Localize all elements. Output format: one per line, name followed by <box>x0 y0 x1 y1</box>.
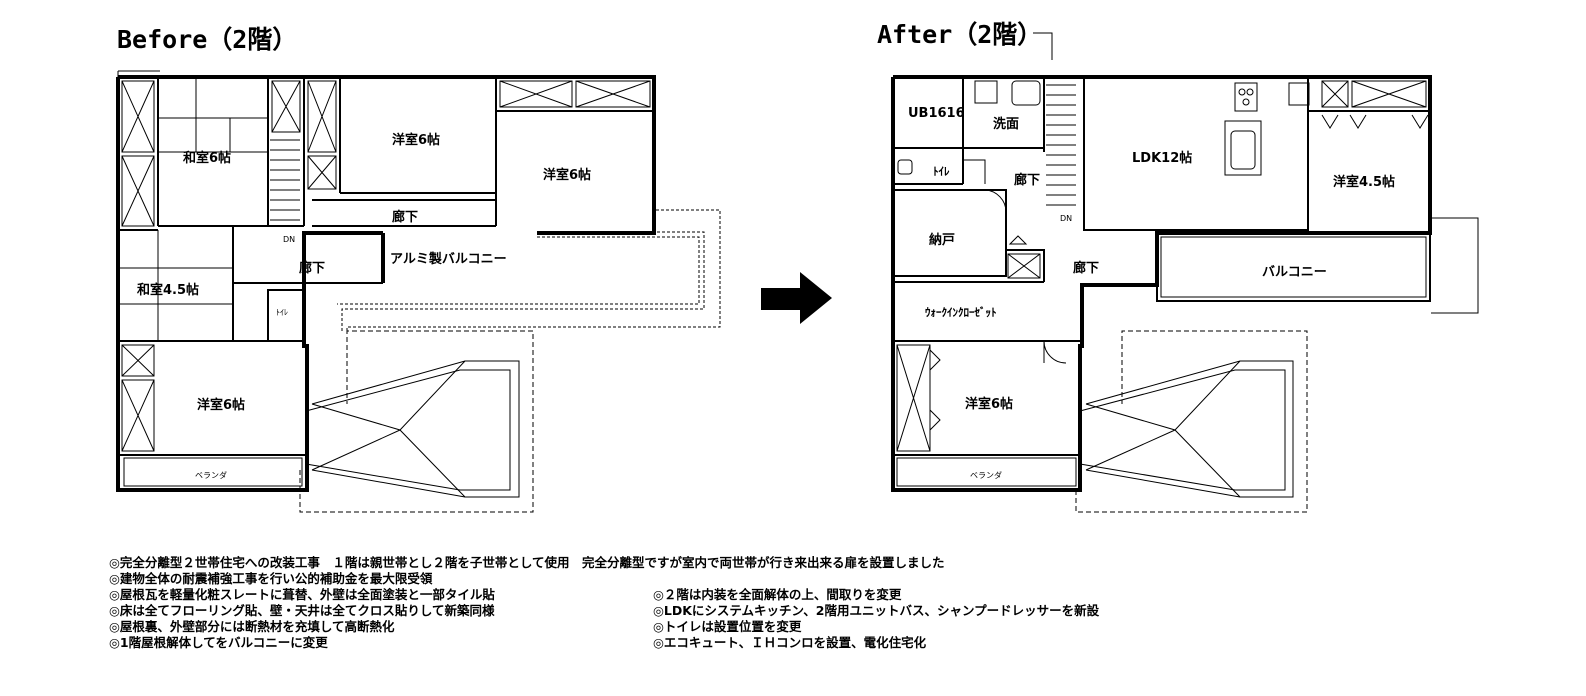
after-plan: After（2階） DN <box>877 20 1479 513</box>
after-dn-label: DN <box>1060 214 1072 223</box>
before-veranda-outline <box>123 457 303 487</box>
before-title: Before（2階） <box>117 25 297 54</box>
after-balcony-label: バルコニー <box>1262 265 1327 280</box>
after-outer-wall <box>891 75 1432 492</box>
after-yoshitsu45-label: 洋室4.5帖 <box>1333 174 1395 190</box>
after-veranda-outline <box>896 457 1077 487</box>
before-plan: Before（2階） <box>116 25 721 513</box>
note-line-4-left: ◎床は全てフローリング貼、壁・天井は全てクロス貼りして新築同様 <box>109 603 495 618</box>
after-wic-label: ｳｫｰｸｲﾝｸﾛｰｾﾞｯﾄ <box>925 305 997 319</box>
after-stairs <box>1046 84 1076 206</box>
before-yoshitsu6-right-label: 洋室6帖 <box>543 167 591 183</box>
before-roof-outline <box>299 330 534 513</box>
after-balcony-outline <box>1156 233 1431 302</box>
before-stairs <box>270 139 300 221</box>
before-dn-label: DN <box>283 235 295 244</box>
after-roof-outline <box>1075 330 1308 513</box>
washer-icon <box>974 80 998 104</box>
note-line-3-left: ◎屋根瓦を軽量化粧スレートに葺替、外壁は全面塗装と一部タイル貼 <box>109 587 495 602</box>
before-outer-wall <box>116 75 656 492</box>
before-washitsu45-label: 和室4.5帖 <box>137 282 199 298</box>
kitchen-sink-icon <box>1224 120 1262 176</box>
renovation-notes: ◎完全分離型２世帯住宅への改装工事 １階は親世帯とし２階を子世帯として使用 完全… <box>109 555 1509 675</box>
before-yoshitsu6-top-label: 洋室6帖 <box>392 132 440 148</box>
after-ub-label: UB1616 <box>908 106 965 121</box>
before-toilet-label: ﾄｲﾚ <box>276 308 288 317</box>
before-tatami <box>118 77 268 341</box>
note-line-3-right: ◎２階は内装を全面解体の上、間取りを変更 <box>653 587 902 602</box>
after-rouka-upper-label: 廊下 <box>1014 172 1040 188</box>
before-rouka-upper-label: 廊下 <box>392 209 418 225</box>
stove-icon <box>1234 82 1258 112</box>
before-balcony-outline <box>341 231 705 331</box>
note-line-6-left: ◎1階屋根解体してをバルコニーに変更 <box>109 635 328 650</box>
after-nando-label: 納戸 <box>929 232 955 248</box>
before-balcony-label: アルミ製バルコニー <box>390 251 507 267</box>
note-line-2: ◎建物全体の耐震補強工事を行い公的補助金を最大限受領 <box>109 571 433 586</box>
after-yoshitsu6-label: 洋室6帖 <box>965 396 1013 412</box>
fridge-icon <box>1288 82 1310 106</box>
note-line-4-right: ◎LDKにシステムキッチン、2階用ユニットバス、シャンプードレッサーを新設 <box>653 603 1100 618</box>
before-veranda-label: ベランダ <box>195 470 227 480</box>
washbasin-icon <box>1011 80 1041 106</box>
after-balcony-ext <box>1431 217 1479 314</box>
before-roof-hip <box>311 360 520 498</box>
before-rouka-center-label: 廊下 <box>299 260 325 276</box>
note-line-5-right: ◎トイレは設置位置を変更 <box>653 619 802 634</box>
after-closets <box>896 80 1427 452</box>
after-toilet-label: ﾄｲﾚ <box>933 165 950 178</box>
after-veranda-label: ベランダ <box>970 470 1002 480</box>
after-title: After（2階） <box>877 20 1042 49</box>
note-line-1: ◎完全分離型２世帯住宅への改装工事 １階は親世帯とし２階を子世帯として使用 完全… <box>109 555 945 570</box>
toilet-icon <box>897 159 913 175</box>
arrow-icon <box>761 272 832 324</box>
note-line-6-right: ◎エコキュート、ＩＨコンロを設置、電化住宅化 <box>653 635 927 650</box>
after-roof-hip <box>1085 360 1294 498</box>
after-rouka-center-label: 廊下 <box>1073 260 1099 276</box>
after-fixtures <box>897 80 1429 431</box>
before-closets <box>121 80 651 452</box>
after-ldk-label: LDK12帖 <box>1132 150 1192 166</box>
note-line-5-left: ◎屋根裏、外壁部分には断熱材を充填して高断熱化 <box>109 619 395 634</box>
before-washitsu6-label: 和室6帖 <box>183 150 231 166</box>
before-yoshitsu6-bottom-label: 洋室6帖 <box>197 397 245 413</box>
after-senmen-label: 洗面 <box>993 116 1019 132</box>
